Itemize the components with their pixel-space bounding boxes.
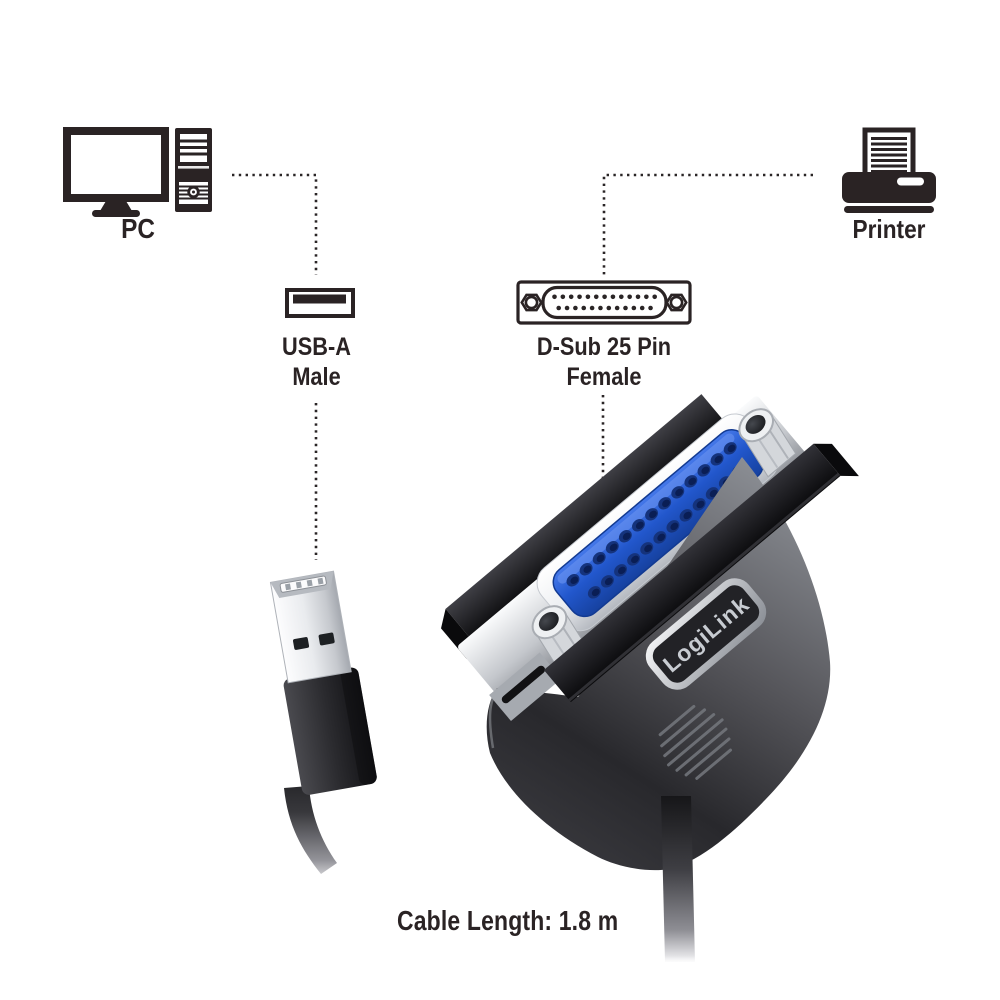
adapter-connector-face bbox=[441, 394, 811, 711]
casing-seam-slit bbox=[501, 665, 546, 704]
pc-label: PC bbox=[121, 213, 155, 244]
dsub-left-screw bbox=[520, 293, 543, 312]
cable-length-label: Cable Length: 1.8 m bbox=[397, 905, 619, 936]
printer-body bbox=[842, 172, 936, 213]
dotted-line-printer-to-dsub bbox=[602, 173, 813, 277]
usb-plug bbox=[269, 570, 377, 795]
printer-label: Printer bbox=[852, 214, 926, 244]
dsub-pin-holes bbox=[552, 294, 657, 311]
printer-output-slot bbox=[897, 177, 924, 186]
dsub-label-line1: D-Sub 25 Pin bbox=[536, 333, 672, 361]
usb-label-line1: USB-A bbox=[282, 333, 351, 361]
printer-base bbox=[844, 206, 934, 213]
tower-case bbox=[175, 128, 212, 212]
usb-label-line2: Male bbox=[292, 363, 341, 391]
adapter-front-edge bbox=[489, 443, 859, 722]
monitor-base bbox=[92, 210, 140, 217]
usb-contact-hole bbox=[293, 637, 310, 650]
printer-icon bbox=[842, 127, 936, 213]
usb-tongue bbox=[293, 294, 346, 304]
usb-cable bbox=[284, 786, 337, 874]
dsub-25-female-icon bbox=[516, 280, 692, 325]
right-thumbscrew bbox=[738, 408, 797, 478]
printer-paper bbox=[862, 127, 916, 179]
dotted-line-pc-to-usb bbox=[232, 173, 318, 275]
usb-a-port-icon bbox=[285, 288, 355, 318]
dsub-right-screw bbox=[665, 293, 688, 312]
pc-icon bbox=[63, 127, 212, 217]
vent-ribs bbox=[658, 704, 732, 780]
brand-label: LogiLink bbox=[645, 578, 767, 690]
monitor-screen bbox=[63, 127, 169, 202]
dsub-label-line2: Female bbox=[566, 363, 642, 391]
adapter-front-flange bbox=[543, 443, 841, 703]
adapter-cable bbox=[661, 796, 695, 962]
adapter-rear-flange bbox=[445, 394, 728, 640]
monitor-stand bbox=[100, 201, 132, 211]
usb-contact-hole bbox=[318, 632, 335, 646]
